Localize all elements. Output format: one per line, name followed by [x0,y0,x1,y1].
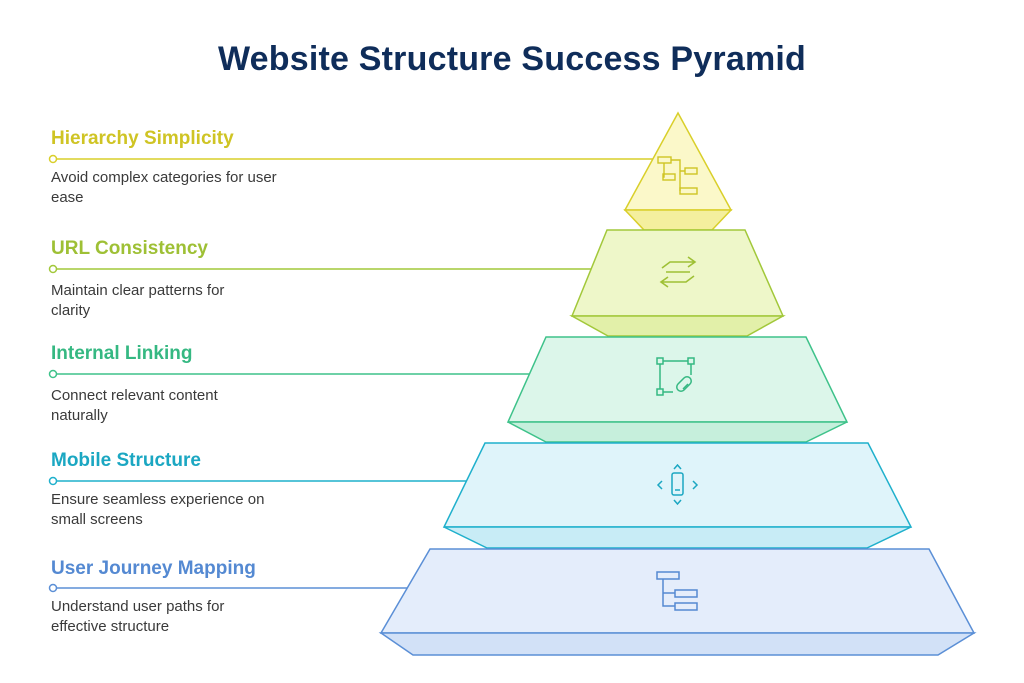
pyramid-level-0 [623,111,733,231]
level-0-description: Avoid complex categories for user ease [51,169,277,206]
level-4-description: Understand user paths for effective stru… [51,598,225,635]
level-1-label: URL Consistency [51,238,208,259]
level-0-label: Hierarchy Simplicity [51,128,234,149]
connector-line-4 [48,583,412,593]
connector-line-1 [48,264,598,274]
level-1-description: Maintain clear patterns for clarity [51,282,225,319]
pyramid-level-4 [378,548,977,656]
hierarchy-icon [657,156,698,195]
pyramid-level-2 [506,336,849,443]
pyramid-level-3 [442,442,913,549]
link-icon [656,357,695,396]
level-2-label: Internal Linking [51,343,193,364]
level-2-description: Connect relevant content naturally [51,387,218,424]
connector-line-0 [48,154,656,164]
mobile-icon [656,463,699,506]
page-title: Website Structure Success Pyramid [218,40,806,78]
connector-line-2 [48,369,540,379]
level-3-label: Mobile Structure [51,450,201,471]
connector-line-3 [48,476,476,486]
pyramid-level-1 [569,229,786,337]
exchange-arrows-icon [659,256,697,288]
level-3-description: Ensure seamless experience on small scre… [51,491,265,528]
level-4-label: User Journey Mapping [51,558,256,579]
flowchart-icon [656,571,698,611]
